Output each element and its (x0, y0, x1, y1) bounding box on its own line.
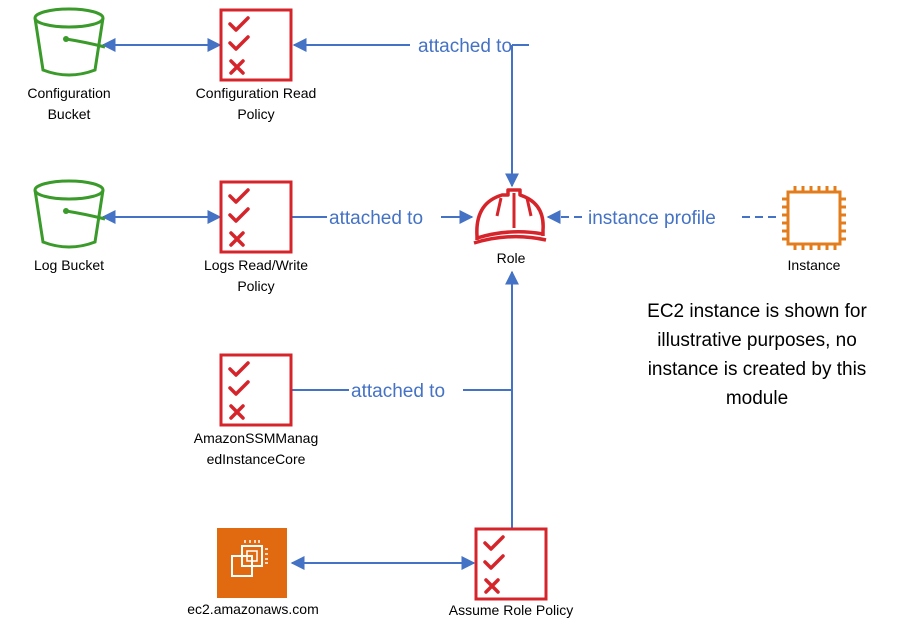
note-line: illustrative purposes, no (657, 330, 857, 351)
config-bucket-node: Configuration Bucket (27, 7, 111, 122)
node-label: Instance (788, 257, 841, 273)
iam-policy-icon (219, 8, 293, 82)
node-label: AmazonSSMManag (194, 430, 319, 446)
log-bucket-node: Log Bucket (33, 179, 107, 273)
ssm-policy-node: AmazonSSMManag edInstanceCore (194, 353, 319, 467)
edge-label-attached-to: attached to (418, 36, 512, 57)
node-label: Configuration (27, 85, 110, 101)
node-label: Configuration Read (196, 85, 317, 101)
note-line: EC2 instance is shown for (647, 301, 867, 322)
iam-policy-icon (219, 353, 293, 427)
ec2-service-node: ec2.amazonaws.com (187, 528, 319, 617)
s3-bucket-icon (33, 179, 107, 249)
instance-node: Instance (782, 186, 846, 273)
config-read-policy-node: Configuration Read Policy (196, 8, 317, 122)
edge-label-attached-to: attached to (351, 381, 445, 402)
node-label: Logs Read/Write (204, 257, 308, 273)
edge-label-instance-profile: instance profile (588, 208, 716, 229)
iam-policy-icon (474, 527, 548, 601)
iam-role-hardhat-icon (473, 188, 547, 245)
s3-bucket-icon (33, 7, 107, 77)
node-label: Policy (237, 106, 274, 122)
ec2-instance-chip-icon (782, 186, 846, 250)
node-label: edInstanceCore (207, 451, 306, 467)
edges (101, 45, 779, 570)
node-label: ec2.amazonaws.com (187, 601, 319, 617)
note-line: module (725, 388, 789, 409)
iam-policy-icon (219, 180, 293, 254)
ec2-service-icon (217, 528, 287, 598)
node-label: Assume Role Policy (449, 602, 574, 618)
note-line: instance is created by this (647, 359, 867, 380)
node-label: Bucket (48, 106, 91, 122)
node-label: Log Bucket (34, 257, 104, 273)
illustrative-note: EC2 instance is shown for illustrative p… (612, 297, 902, 413)
assume-role-policy-node: Assume Role Policy (449, 527, 574, 618)
edge-label-attached-to: attached to (329, 208, 423, 229)
role-node: Role (473, 188, 547, 266)
node-label: Policy (237, 278, 274, 294)
node-label: Role (497, 250, 526, 266)
logs-rw-policy-node: Logs Read/Write Policy (204, 180, 308, 294)
